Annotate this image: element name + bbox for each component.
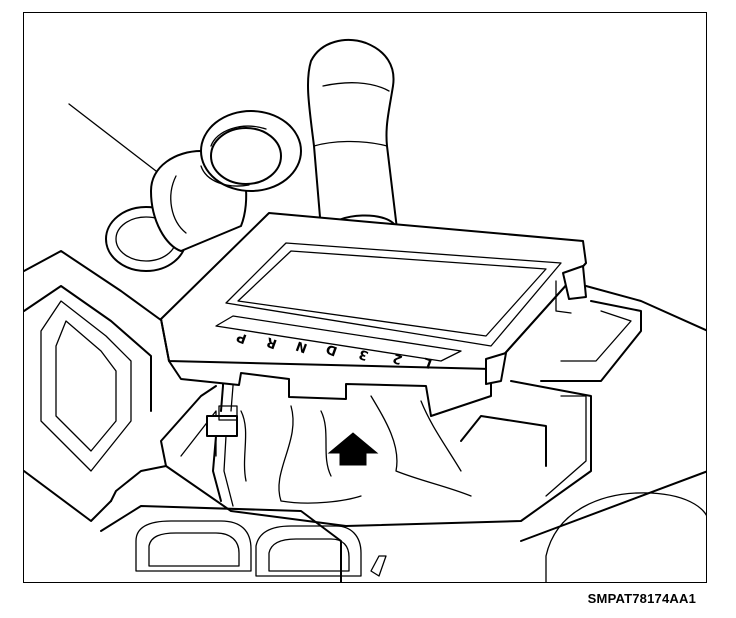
gear-n: N [294,337,309,355]
harness-connector [206,370,238,507]
dashboard-edge-line [68,103,157,172]
shift-boot [240,395,472,504]
shift-lever [307,39,442,322]
shift-lever-indicator-illustration: P R N D 3 2 L [24,39,706,582]
gear-r: R [265,334,280,352]
center-console [24,250,706,582]
gear-d: D [324,340,339,358]
side-knob-assembly [105,110,302,272]
illustration-frame: P R N D 3 2 L [23,12,707,583]
indicator-bezel [160,212,587,417]
direction-arrow [327,432,379,466]
figure-code: SMPAT78174AA1 [587,591,696,606]
